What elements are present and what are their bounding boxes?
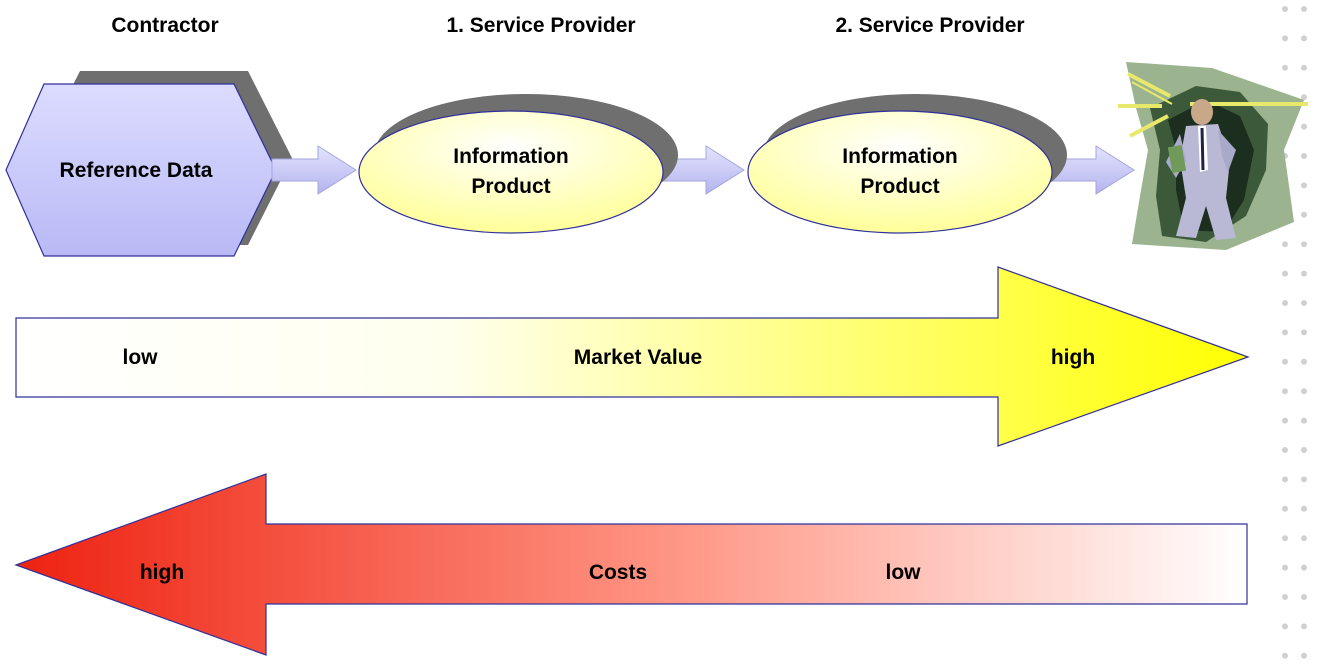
decorative-dot <box>1282 505 1288 512</box>
decorative-dot <box>1301 388 1307 395</box>
information-product-ellipse-2 <box>747 110 1053 234</box>
connector-arrow-1 <box>271 145 357 195</box>
decorative-dot <box>1282 447 1288 453</box>
decorative-dot <box>1282 388 1288 395</box>
decorative-dot <box>1282 564 1288 571</box>
information-product-node-1: Information Product <box>358 94 678 234</box>
decorative-dot <box>1301 6 1307 12</box>
market-value-arrow: low Market Value high <box>15 266 1250 447</box>
market-value-label: Market Value <box>574 346 702 369</box>
header-contractor: Contractor <box>111 14 218 37</box>
decorative-dot <box>1282 6 1288 12</box>
decorative-dot <box>1301 476 1307 483</box>
decorative-dot <box>1301 123 1307 130</box>
decorative-dot <box>1282 652 1288 659</box>
market-value-arrow-shape <box>15 266 1250 447</box>
decorative-dot <box>1282 300 1288 306</box>
decorative-dot <box>1301 623 1307 630</box>
decorative-dot <box>1301 300 1307 306</box>
market-value-low-label: low <box>123 346 159 369</box>
decorative-dot <box>1282 623 1288 630</box>
decorative-dot <box>1301 241 1307 248</box>
information-product-2-line1: Information <box>842 145 958 168</box>
information-product-2-line2: Product <box>860 175 939 198</box>
decorative-dot <box>1282 35 1288 42</box>
information-product-ellipse-1 <box>358 110 664 234</box>
header-service-provider-2: 2. Service Provider <box>835 14 1024 37</box>
costs-high-label: high <box>140 561 184 584</box>
reference-data-hexagon <box>5 83 277 257</box>
decorative-dot <box>1301 35 1307 42</box>
reference-data-node: Reference Data <box>5 71 292 257</box>
costs-low-label: low <box>886 561 922 584</box>
decorative-dot <box>1282 270 1288 277</box>
decorative-dot <box>1301 153 1307 159</box>
decorative-dot <box>1282 417 1288 424</box>
connector-arrow-3 <box>1049 145 1135 195</box>
decorative-dot <box>1282 594 1288 600</box>
connector-arrow-2 <box>661 145 745 195</box>
decorative-dot <box>1282 476 1288 483</box>
decorative-dot <box>1301 329 1307 336</box>
decorative-dot <box>1301 182 1307 189</box>
header-service-provider-1: 1. Service Provider <box>446 14 635 37</box>
information-product-1-line2: Product <box>471 175 550 198</box>
decorative-dot <box>1301 358 1307 365</box>
decorative-dot <box>1282 358 1288 365</box>
decorative-dot <box>1301 652 1307 659</box>
decorative-dot <box>1301 417 1307 424</box>
reference-data-label: Reference Data <box>60 159 213 182</box>
costs-arrow-shape <box>14 473 1248 656</box>
decorative-dot <box>1282 241 1288 248</box>
decorative-dot <box>1282 329 1288 336</box>
information-product-node-2: Information Product <box>747 94 1067 234</box>
decorative-dot <box>1282 64 1288 71</box>
decorative-dot <box>1301 211 1307 218</box>
costs-arrow: high Costs low <box>14 473 1248 656</box>
decorative-dot <box>1301 564 1307 571</box>
costs-label: Costs <box>589 561 647 584</box>
decorative-dot <box>1301 447 1307 453</box>
decorative-dot <box>1301 64 1307 71</box>
decorative-dot <box>1301 594 1307 600</box>
decorative-dot <box>1301 535 1307 542</box>
decorative-dot <box>1301 270 1307 277</box>
businessman-clipart-icon <box>1118 62 1308 250</box>
information-product-1-line1: Information <box>453 145 569 168</box>
decorative-dot <box>1301 505 1307 512</box>
decorative-dot <box>1282 535 1288 542</box>
decorative-dot <box>1301 94 1307 101</box>
market-value-high-label: high <box>1051 346 1095 369</box>
